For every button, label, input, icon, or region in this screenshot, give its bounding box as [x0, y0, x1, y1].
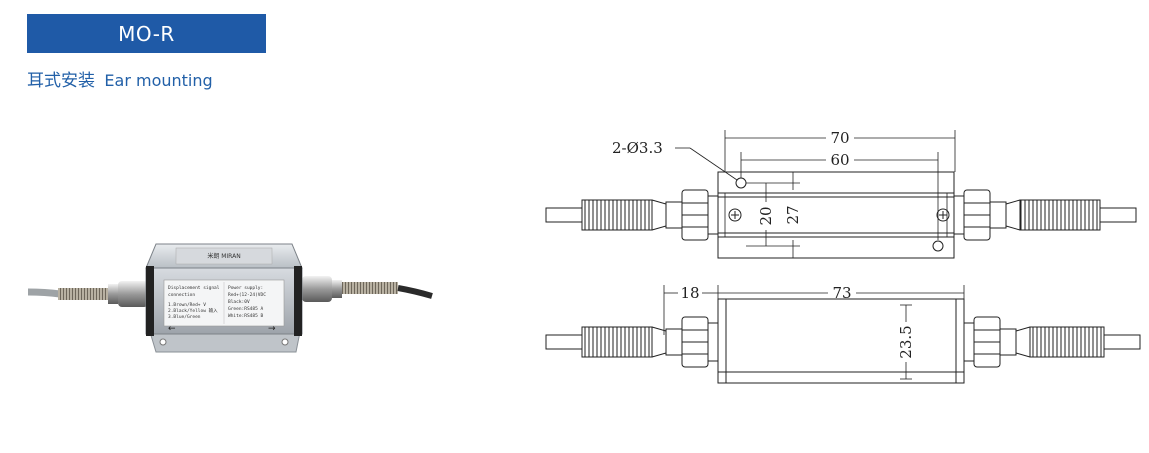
top-view-drawing — [545, 130, 1137, 259]
spring-left-side-view — [581, 326, 653, 358]
cable-left-side-view — [545, 334, 583, 350]
cable-gland-right — [302, 276, 332, 302]
product-photo: 米朗 MIRAN Displacement signal connection … — [27, 243, 433, 353]
panel-right-line-1: Power supply: — [228, 285, 263, 291]
model-badge: MO-R — [27, 14, 266, 53]
screw-right-icon — [936, 208, 950, 222]
spring-right-top-view — [1019, 199, 1101, 231]
panel-right-line-2: Red+(12-24)VDC — [228, 292, 266, 298]
panel-right-line-3: Black:0V — [228, 299, 250, 305]
mounting-label-en: Ear mounting — [104, 71, 213, 90]
spring-right-side-view — [1029, 326, 1105, 358]
panel-right-line-5: White:RS485 B — [228, 313, 264, 319]
panel-left-line-1: Displacement signal — [168, 285, 220, 291]
dim-height: 27 — [784, 205, 802, 224]
sensor-thread-left — [58, 288, 110, 300]
hole-spec-label: 2-Ø3.3 — [612, 139, 663, 157]
sensor-thread-right — [342, 282, 398, 294]
cable-right-side-view — [1103, 334, 1141, 350]
cable-gland-left — [118, 281, 148, 307]
spring-left-top-view — [581, 199, 653, 231]
dim-hole-vertical: 20 — [757, 206, 775, 225]
screw-left-icon — [728, 208, 742, 222]
panel-left-line-4: 2.Black/Yellow 输入 — [168, 307, 218, 314]
panel-right-line-4: Green:RS485 A — [228, 306, 264, 312]
body-top-view — [717, 171, 955, 259]
model-name: MO-R — [118, 21, 175, 46]
cable-right-top-view — [1099, 207, 1137, 223]
body-side-view — [717, 298, 965, 384]
arrow-left-icon: ← — [168, 324, 176, 334]
dim-fitting: 18 — [680, 284, 699, 302]
cable-left — [27, 288, 61, 298]
dim-body-height: 23.5 — [897, 325, 915, 358]
arrow-right-icon: → — [268, 324, 276, 334]
mounting-label-cn: 耳式安装 — [27, 71, 95, 91]
mounting-label: 耳式安装 Ear mounting — [27, 66, 213, 91]
panel-left-line-5: 3.Blue/Green — [168, 314, 201, 320]
dim-body-length: 73 — [832, 284, 851, 302]
panel-left-line-3: 1.Brown/Red+ V — [168, 302, 206, 308]
cable-right — [397, 285, 433, 299]
cable-left-top-view — [545, 207, 583, 223]
brand-text: 米朗 MIRAN — [207, 252, 240, 260]
dim-hole-spacing: 60 — [830, 151, 849, 169]
mounting-hole-2 — [932, 240, 944, 252]
mounting-ears — [149, 331, 301, 353]
panel-left-line-2: connection — [168, 292, 195, 298]
dim-width-total: 70 — [830, 129, 849, 147]
side-view-drawing — [545, 285, 1141, 384]
